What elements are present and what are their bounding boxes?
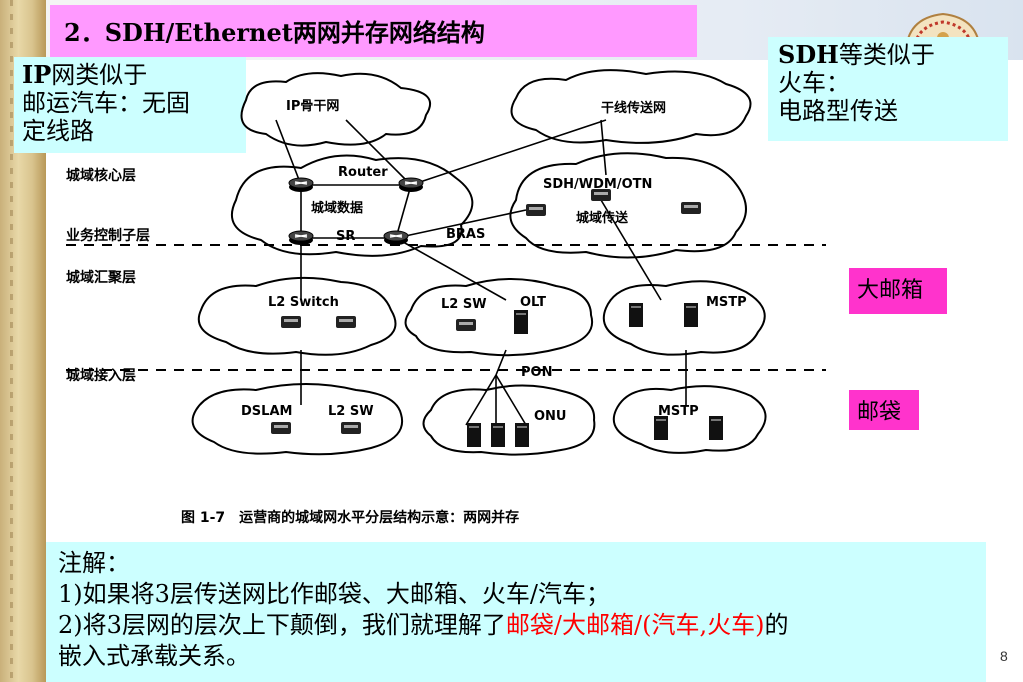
switch-icon	[341, 422, 361, 434]
annotation-line-2-pre: 2)将3层网的层次上下颠倒，我们就理解了	[58, 611, 506, 639]
annotation-line-2: 2)将3层网的层次上下颠倒，我们就理解了邮袋/大邮箱/(汽车,火车)的	[58, 610, 974, 641]
sdh-note-rest: 等类似于	[838, 41, 935, 69]
tag-big-mailbox-text: 大邮箱	[857, 278, 924, 303]
label-onu: ONU	[534, 409, 567, 424]
layer-label-access: 城域接入层	[66, 367, 136, 384]
label-router: Router	[338, 165, 388, 180]
label-metro-transport: 城域传送	[576, 210, 629, 226]
cloud-metro-transport	[509, 152, 747, 259]
label-l2-switch: L2 Switch	[268, 295, 339, 310]
label-bras: BRAS	[446, 227, 485, 242]
label-sdh-wdm-otn: SDH/WDM/OTN	[543, 177, 652, 192]
router-icon	[398, 177, 424, 193]
label-dslam: DSLAM	[241, 404, 292, 419]
onu-icon	[515, 423, 529, 447]
annotation-box: 注解： 1)如果将3层传送网比作邮袋、大邮箱、火车/汽车； 2)将3层网的层次上…	[46, 542, 986, 682]
onu-icon	[467, 423, 481, 447]
sdh-node-icon	[526, 204, 546, 216]
label-ip-backbone: IP骨干网	[286, 99, 339, 114]
annotation-line-1: 1)如果将3层传送网比作邮袋、大邮箱、火车/汽车；	[58, 580, 610, 608]
layer-label-service-control: 业务控制子层	[66, 227, 150, 244]
page-number: 8	[1000, 648, 1008, 664]
tag-mail-bag: 邮袋	[849, 390, 919, 430]
layer-label-aggregation: 城域汇聚层	[66, 269, 136, 286]
onu-icon	[491, 423, 505, 447]
network-diagram: 城域核心层 业务控制子层 城域汇聚层 城域接入层 IP骨干网 干线传送网 Rou…	[66, 69, 826, 526]
mstp-icon	[709, 416, 723, 440]
sdh-node-icon	[681, 202, 701, 214]
slide-title: 2．SDH/Ethernet两网并存网络结构	[50, 5, 697, 57]
sdh-note-lead: SDH	[778, 40, 839, 69]
dslam-icon	[271, 422, 291, 434]
ip-note-rest: 网类似于	[51, 61, 148, 89]
ip-note-line3: 定线路	[22, 117, 94, 145]
olt-icon	[514, 310, 528, 334]
label-l2-sw-access: L2 SW	[328, 404, 374, 419]
annotation-heading: 注解：	[58, 549, 130, 577]
sdh-note-line3: 电路型传送	[778, 97, 898, 125]
tag-big-mailbox: 大邮箱	[849, 268, 947, 314]
cloud-trunk-transport	[510, 69, 752, 144]
bras-router-icon	[383, 230, 409, 246]
label-metro-data: 城域数据	[311, 200, 363, 216]
mstp-icon	[684, 303, 698, 327]
label-olt: OLT	[520, 295, 546, 310]
label-mstp-access: MSTP	[658, 404, 699, 419]
ip-note-lead: IP	[22, 60, 52, 89]
sdh-analogy-note: SDH等类似于 火车： 电路型传送	[768, 37, 1008, 141]
diagram-caption: 图 1-7 运营商的城域网水平分层结构示意：两网并存	[181, 509, 519, 526]
switch-icon	[281, 316, 301, 328]
switch-icon	[336, 316, 356, 328]
label-mstp-agg: MSTP	[706, 295, 747, 310]
ip-note-line2: 邮运汽车：无固	[22, 89, 190, 117]
annotation-highlight: 邮袋/大邮箱/(汽车,火车)	[505, 611, 765, 639]
tag-mail-bag-text: 邮袋	[857, 400, 902, 425]
ip-analogy-note: IP网类似于 邮运汽车：无固 定线路	[14, 57, 246, 153]
mstp-icon	[654, 416, 668, 440]
layer-label-core: 城域核心层	[66, 167, 136, 184]
sr-router-icon	[288, 230, 314, 246]
slide-title-text: 2．SDH/Ethernet两网并存网络结构	[64, 18, 485, 47]
label-trunk: 干线传送网	[601, 100, 666, 116]
annotation-line-3: 嵌入式承载关系。	[58, 642, 250, 670]
switch-icon	[456, 319, 476, 331]
sdh-note-line2: 火车：	[778, 69, 850, 97]
cloud-ip-backbone	[240, 72, 432, 147]
annotation-line-2-post: 的	[764, 611, 789, 639]
mstp-icon	[629, 303, 643, 327]
label-l2-sw-agg: L2 SW	[441, 297, 487, 312]
router-icon	[288, 177, 314, 193]
label-pon: PON	[521, 365, 552, 380]
label-sr: SR	[336, 229, 355, 244]
